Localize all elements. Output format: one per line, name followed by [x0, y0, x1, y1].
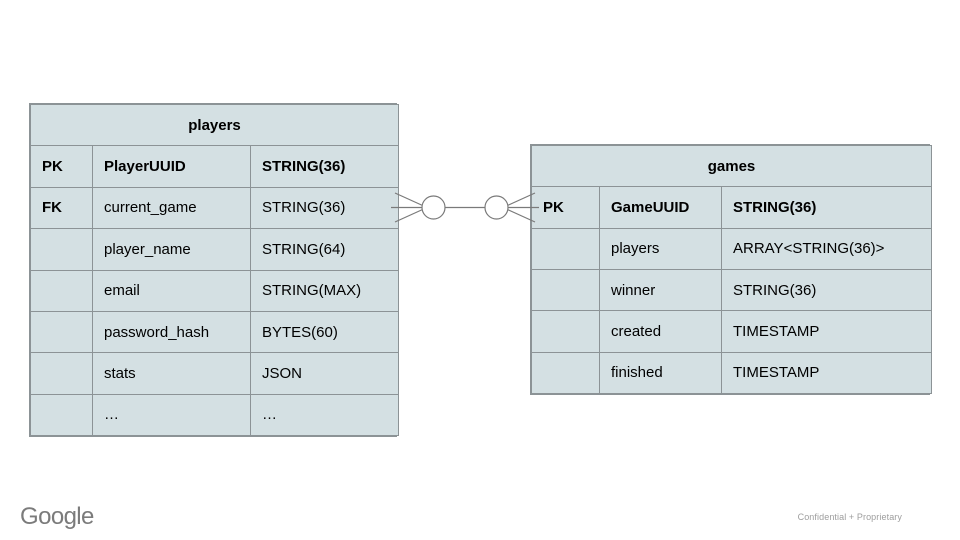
row-key-empty	[531, 268, 600, 312]
row-key-pk: PK	[30, 145, 93, 188]
row-type-email: STRING(MAX)	[249, 269, 400, 312]
row-type-password-hash: BYTES(60)	[249, 310, 400, 354]
entity-table-players[interactable]: players PK PlayerUUID STRING(36) FK curr…	[29, 103, 400, 437]
row-key-empty	[30, 393, 93, 437]
row-key-empty	[531, 310, 600, 353]
row-type-winner: STRING(36)	[720, 268, 933, 312]
row-field-player-name: player_name	[92, 228, 251, 271]
row-key-empty	[30, 228, 93, 271]
table-row[interactable]: PK GameUUID STRING(36)	[531, 186, 933, 229]
row-key-empty	[531, 227, 600, 270]
confidential-proprietary-note: Confidential + Proprietary	[797, 512, 902, 522]
row-type-players: ARRAY<STRING(36)>	[720, 227, 933, 270]
row-field-playeruuid: PlayerUUID	[92, 145, 251, 188]
games-table: games PK GameUUID STRING(36) players ARR…	[530, 144, 933, 395]
table-row[interactable]: … …	[30, 393, 400, 437]
row-key-empty	[531, 351, 600, 395]
row-field-current-game: current_game	[92, 186, 251, 230]
row-field-players: players	[599, 227, 722, 270]
table-row[interactable]: players ARRAY<STRING(36)>	[531, 227, 933, 270]
row-type-playeruuid: STRING(36)	[249, 145, 400, 188]
row-type-ellipsis: …	[249, 393, 400, 437]
table-row[interactable]: email STRING(MAX)	[30, 269, 400, 312]
row-type-current-game: STRING(36)	[249, 186, 400, 230]
entity-title-row: games	[530, 144, 933, 188]
row-type-stats: JSON	[249, 352, 400, 395]
table-row[interactable]: PK PlayerUUID STRING(36)	[30, 145, 400, 188]
row-type-player-name: STRING(64)	[249, 228, 400, 271]
row-key-empty	[30, 310, 93, 354]
row-field-winner: winner	[599, 268, 722, 312]
entity-title-row: players	[29, 103, 400, 147]
row-key-empty	[30, 269, 93, 312]
entity-table-games[interactable]: games PK GameUUID STRING(36) players ARR…	[530, 144, 933, 395]
row-type-created: TIMESTAMP	[720, 310, 933, 353]
table-row[interactable]: winner STRING(36)	[531, 268, 933, 312]
relationship-connector-crowsfoot[interactable]	[389, 180, 541, 235]
row-field-created: created	[599, 310, 722, 353]
entity-title-players: players	[29, 103, 400, 147]
row-field-gameuuid: GameUUID	[599, 186, 722, 229]
entity-title-games: games	[530, 144, 933, 188]
row-field-finished: finished	[599, 351, 722, 395]
row-field-email: email	[92, 269, 251, 312]
row-field-password-hash: password_hash	[92, 310, 251, 354]
right-optionality-circle	[484, 195, 509, 220]
row-field-stats: stats	[92, 352, 251, 395]
table-row[interactable]: created TIMESTAMP	[531, 310, 933, 353]
row-key-fk: FK	[30, 186, 93, 230]
table-row[interactable]: finished TIMESTAMP	[531, 351, 933, 395]
row-key-pk: PK	[531, 186, 600, 229]
table-row[interactable]: player_name STRING(64)	[30, 228, 400, 271]
left-optionality-circle	[421, 195, 446, 220]
row-type-finished: TIMESTAMP	[720, 351, 933, 395]
row-key-empty	[30, 352, 93, 395]
row-type-gameuuid: STRING(36)	[720, 186, 933, 229]
table-row[interactable]: FK current_game STRING(36)	[30, 186, 400, 230]
table-row[interactable]: password_hash BYTES(60)	[30, 310, 400, 354]
row-field-ellipsis: …	[92, 393, 251, 437]
google-logo: Google	[20, 503, 94, 530]
players-table: players PK PlayerUUID STRING(36) FK curr…	[29, 103, 400, 437]
table-row[interactable]: stats JSON	[30, 352, 400, 395]
